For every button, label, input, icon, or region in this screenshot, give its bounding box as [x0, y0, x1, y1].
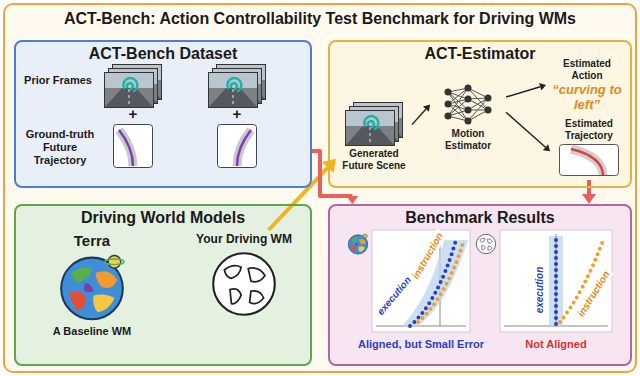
node-title: Benchmark Results	[330, 206, 630, 228]
terra-globe	[61, 256, 124, 320]
picture-slot	[559, 144, 619, 176]
arrow-head	[423, 105, 430, 112]
plus-sign: +	[227, 106, 247, 122]
node-title: Driving World Models	[16, 206, 310, 228]
connector-arrow	[582, 180, 596, 204]
network-icon	[445, 85, 492, 125]
connector-line	[587, 180, 591, 194]
curve-label: execution	[534, 265, 546, 316]
connector-line	[506, 112, 546, 147]
result-caption: Not Aligned	[496, 338, 616, 351]
node-title: Estimated Action	[548, 58, 626, 82]
result-caption: Aligned, but Small Error	[346, 338, 496, 351]
node-text: “curving to left”	[548, 82, 626, 112]
node-title: ACT-Estimator	[330, 42, 630, 64]
picture-slot	[57, 252, 127, 322]
node-text: A Baseline WM	[36, 324, 148, 338]
panel-fill	[14, 40, 312, 188]
plus-sign: +	[123, 106, 143, 122]
node-title: Estimated Trajectory	[552, 118, 626, 142]
connector-arrow	[412, 105, 430, 125]
arrow-head	[582, 194, 596, 204]
your-wm-globe	[213, 253, 275, 315]
model-node: Motion Estimator	[430, 78, 506, 154]
picture-slot	[345, 102, 403, 146]
model-node: Terra A Baseline WM	[34, 230, 150, 340]
picture-slot	[209, 249, 279, 319]
curve-label: execution	[373, 273, 415, 320]
ground-truth-trajectory	[114, 125, 257, 168]
prior-frames-stack	[104, 64, 266, 108]
curve-label: instruction	[574, 267, 614, 321]
node-title: Generated Future Scene	[338, 148, 410, 172]
generated-scene-image	[345, 102, 403, 146]
node-title: Motion Estimator	[432, 128, 504, 152]
panel-box: ACT-EstimatorGenerated Future Scene Motio…	[328, 40, 632, 188]
connector-arrow	[506, 83, 546, 97]
model-node: Your Driving WM	[188, 230, 300, 323]
arrow-head	[322, 159, 336, 173]
arrow-head	[543, 144, 550, 151]
panel-box: ACT-Bench Dataset	[14, 40, 312, 188]
connector-line	[312, 151, 352, 196]
curve-label: instruction	[409, 229, 447, 283]
node-title: Your Driving WM	[190, 232, 298, 247]
node-title: Terra	[36, 232, 148, 250]
connector-arrow	[506, 112, 550, 151]
output-node: Estimated Action“curving to left”	[546, 56, 628, 114]
arrow-head	[346, 196, 358, 204]
output-node: Estimated Trajectory	[550, 116, 628, 180]
image-node: Generated Future Scene	[336, 98, 412, 174]
estimated-trajectory-image	[560, 145, 619, 176]
connector-line	[412, 109, 426, 125]
connector-line	[506, 87, 540, 97]
row-label: Prior Frames	[18, 74, 98, 87]
node-title: ACT-Bench Dataset	[16, 42, 310, 64]
connector-arrow	[312, 151, 358, 204]
diagram-title: ACT-Bench: Action Controllability Test B…	[0, 9, 640, 29]
result-chart-aligned	[348, 230, 470, 332]
picture-slot	[440, 82, 496, 126]
arrow-head	[539, 83, 546, 91]
panel-box: Driving World ModelsTerra A Baseline WM Yo…	[14, 204, 312, 366]
row-label: Ground-truth Future Trajectory	[18, 128, 102, 167]
panel-box: Benchmark Results	[328, 204, 632, 366]
result-chart-not-aligned	[476, 230, 612, 332]
